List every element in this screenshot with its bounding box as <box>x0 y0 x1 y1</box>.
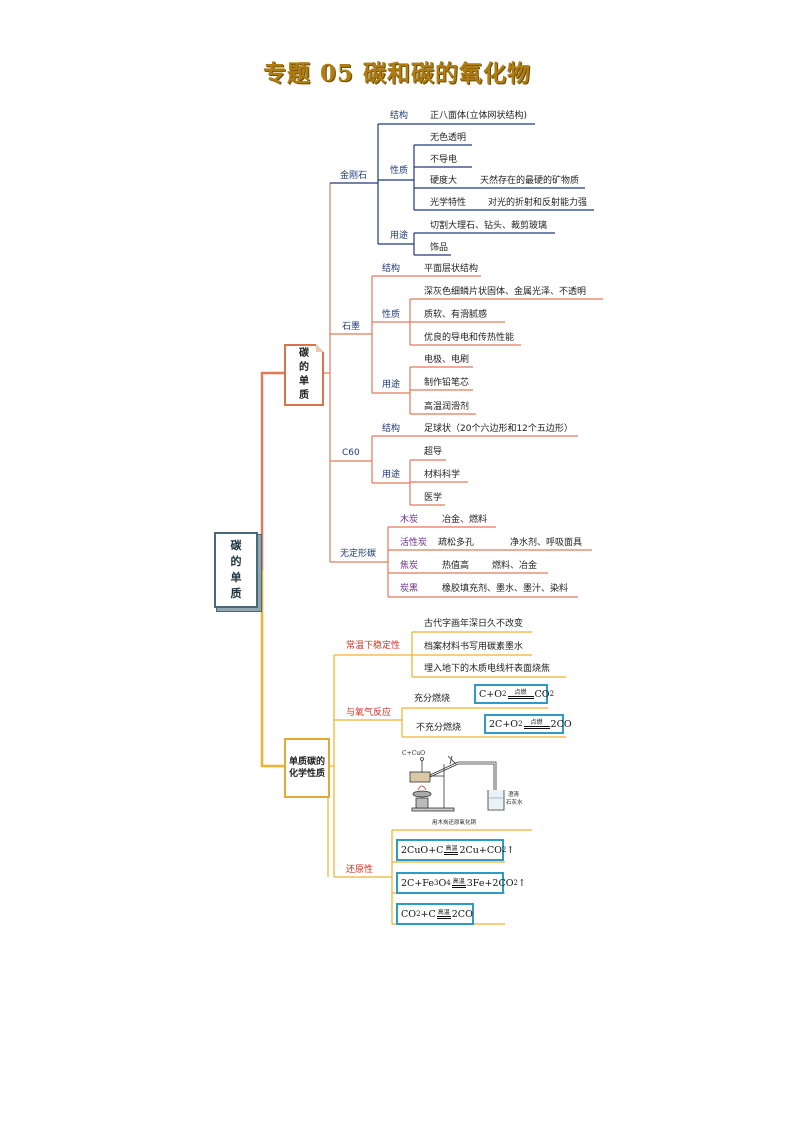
root-label: 碳的单质 <box>230 539 242 600</box>
diamond-property-item: 光学特性 <box>430 198 467 208</box>
reaction-condition: 高温 <box>436 909 451 919</box>
diamond-property-item: 硬度大 <box>430 176 458 186</box>
amorphous-item-value: 冶金、燃料 <box>442 515 488 525</box>
diamond-structure-value: 正八面体(立体网状结构) <box>430 111 528 121</box>
page-title: 专题 05 碳和碳的氧化物 <box>262 60 532 87</box>
simple-carbon-label: 碳的单质 <box>299 348 309 401</box>
carbon-reduction-apparatus-figure: C+CuO 澄清 石灰水 用木炭还原氧化铜 <box>402 750 523 826</box>
chemical-properties-node: 单质碳的化学性质 <box>284 738 330 798</box>
amorphous-item-name: 焦炭 <box>400 561 419 571</box>
amorphous-item-name: 活性炭 <box>400 538 428 548</box>
graphite-property-item: 质软、有滑腻感 <box>424 310 488 320</box>
chemical-properties-label: 单质碳的化学性质 <box>288 757 325 779</box>
diamond-use-item: 切割大理石、钻头、裁剪玻璃 <box>430 221 548 231</box>
full-combustion-label: 充分燃烧 <box>414 694 451 704</box>
c60-use-item: 超导 <box>424 447 443 457</box>
diamond-structure-label: 结构 <box>390 111 409 121</box>
reducing-label: 还原性 <box>346 865 374 875</box>
amorphous-item-name: 炭黑 <box>400 584 419 594</box>
reaction-condition: 点燃 <box>523 719 550 729</box>
apparatus-caption: 用木炭还原氧化铜 <box>432 818 477 826</box>
oxygen-label: 与氧气反应 <box>346 708 392 718</box>
c60-label: C60 <box>342 448 360 458</box>
amorphous-item-value: 热值高 <box>442 561 470 571</box>
amorphous-item-value: 燃料、冶金 <box>492 561 538 571</box>
amorphous-item-value: 疏松多孔 <box>438 538 475 548</box>
diamond-property-detail: 对光的折射和反射能力强 <box>488 198 588 208</box>
graphite-use-label: 用途 <box>382 380 401 390</box>
diamond-property-item: 无色透明 <box>430 133 467 143</box>
diamond-use-label: 用途 <box>390 231 409 241</box>
reaction-condition: 高温 <box>451 878 466 888</box>
c60-structure-label: 结构 <box>382 424 401 434</box>
simple-carbon-node: 碳的单质 <box>284 344 324 406</box>
reaction-condition: 高温 <box>444 845 459 855</box>
stable-label: 常温下稳定性 <box>346 641 401 651</box>
diamond-label: 金刚石 <box>340 171 368 181</box>
c60-use-item: 材料科学 <box>424 470 461 480</box>
graphite-use-item: 高温润滑剂 <box>424 402 470 412</box>
graphite-property-item: 深灰色细鳞片状固体、金属光泽、不透明 <box>424 287 587 297</box>
stable-item: 古代字画年深日久不改变 <box>424 619 524 629</box>
stable-item: 档案材料书写用碳素墨水 <box>424 642 524 652</box>
diamond-property-label: 性质 <box>390 166 409 176</box>
diamond-property-item: 不导电 <box>430 155 458 165</box>
amorphous-item-value: 净水剂、呼吸面具 <box>510 538 583 548</box>
apparatus-right-label: 石灰水 <box>506 798 523 806</box>
graphite-structure-label: 结构 <box>382 264 401 274</box>
graphite-use-item: 电极、电刷 <box>424 355 470 365</box>
reaction-condition: 点燃 <box>507 689 534 699</box>
amorphous-item-name: 木炭 <box>400 515 419 525</box>
graphite-property-item: 优良的导电和传热性能 <box>424 333 515 343</box>
stable-item: 埋入地下的木质电线杆表面烧焦 <box>424 664 551 674</box>
c60-structure-value: 足球状（20个六边形和12个五边形） <box>424 424 573 434</box>
root-node: 碳的单质 <box>214 532 258 608</box>
c60-use-label: 用途 <box>382 470 401 480</box>
partial-combustion-label: 不充分燃烧 <box>416 723 462 733</box>
diamond-property-detail: 天然存在的最硬的矿物质 <box>480 176 580 186</box>
amorphous-label: 无定形碳 <box>340 549 377 559</box>
graphite-property-label: 性质 <box>382 310 401 320</box>
graphite-use-item: 制作铅笔芯 <box>424 378 470 388</box>
graphite-structure-value: 平面层状结构 <box>424 264 479 274</box>
c60-use-item: 医学 <box>424 493 443 503</box>
graphite-label: 石墨 <box>342 322 361 332</box>
diamond-use-item: 饰品 <box>430 243 449 253</box>
amorphous-item-value: 橡胶填充剂、墨水、墨汁、染料 <box>442 584 569 594</box>
apparatus-top-label: C+CuO <box>402 750 425 757</box>
apparatus-right-label: 澄清 <box>508 790 520 798</box>
